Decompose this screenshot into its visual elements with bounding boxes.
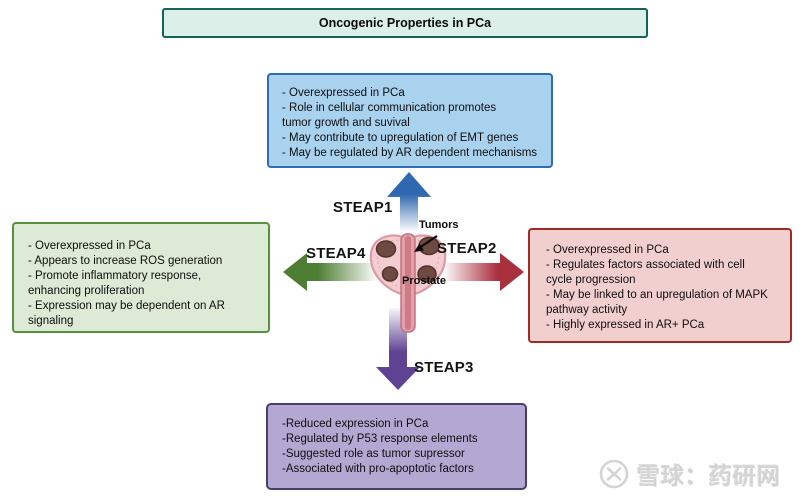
steap2-line: - Overexpressed in PCa <box>546 244 669 256</box>
watermark: 雪球：药研网 <box>598 457 781 491</box>
steap3-line: -Reduced expression in PCa <box>282 418 429 430</box>
steap1-line: tumor growth and suvival <box>282 117 410 129</box>
steap3-line: -Suggested role as tumor supressor <box>282 448 465 460</box>
steap2-line: - Regulates factors associated with cell <box>546 259 745 271</box>
steap4-label: STEAP4 <box>306 245 366 262</box>
diagram-title: Oncogenic Properties in PCa <box>318 16 492 30</box>
steap4-line: enhancing proliferation <box>28 285 145 297</box>
tumors-pointer-arrow <box>414 235 438 252</box>
steap2-arrow-right <box>443 253 524 291</box>
steap2-label: STEAP2 <box>437 240 497 257</box>
steap1-line: - May contribute to upregulation of EMT … <box>282 132 519 144</box>
steap2-info-box: - Overexpressed in PCa - Regulates facto… <box>528 228 792 343</box>
steap2-line: cycle progression <box>546 274 636 286</box>
diagram-title-box: Oncogenic Properties in PCa <box>162 8 648 38</box>
steap2-line: pathway activity <box>546 304 628 316</box>
steap4-line: - Expression may be dependent on AR <box>28 300 225 312</box>
xueqiu-logo-icon <box>599 459 629 489</box>
steap4-line: - Overexpressed in PCa <box>28 240 151 252</box>
steap1-info-box: - Overexpressed in PCa - Role in cellula… <box>267 73 553 168</box>
steap3-info-box: -Reduced expression in PCa -Regulated by… <box>266 403 527 490</box>
steap1-line: - Role in cellular communication promote… <box>282 102 497 114</box>
steap4-line: signaling <box>28 315 74 327</box>
tumor-spot <box>381 266 399 282</box>
steap3-label: STEAP3 <box>414 359 474 376</box>
steap3-line: -Regulated by P53 response elements <box>282 433 478 445</box>
steap1-label: STEAP1 <box>333 199 393 216</box>
steap2-line: - Highly expressed in AR+ PCa <box>546 319 705 331</box>
steap4-line: - Promote inflammatory response, <box>28 270 202 282</box>
tumors-label: Tumors <box>419 219 459 231</box>
watermark-text: 雪球：药研网 <box>637 463 781 489</box>
tumor-spot <box>418 236 440 256</box>
steap3-arrow-down <box>376 308 420 390</box>
steap1-line: - Overexpressed in PCa <box>282 87 405 99</box>
steap1-line: - May be regulated by AR dependent mecha… <box>282 147 538 159</box>
steap4-info-box: - Overexpressed in PCa - Appears to incr… <box>12 222 270 333</box>
prostate-label: Prostate <box>402 275 447 287</box>
steap3-line: -Associated with pro-apoptotic factors <box>282 463 474 475</box>
steap2-line: - May be linked to an upregulation of MA… <box>546 289 768 301</box>
tumor-spot <box>375 240 397 258</box>
steap4-line: - Appears to increase ROS generation <box>28 255 223 267</box>
